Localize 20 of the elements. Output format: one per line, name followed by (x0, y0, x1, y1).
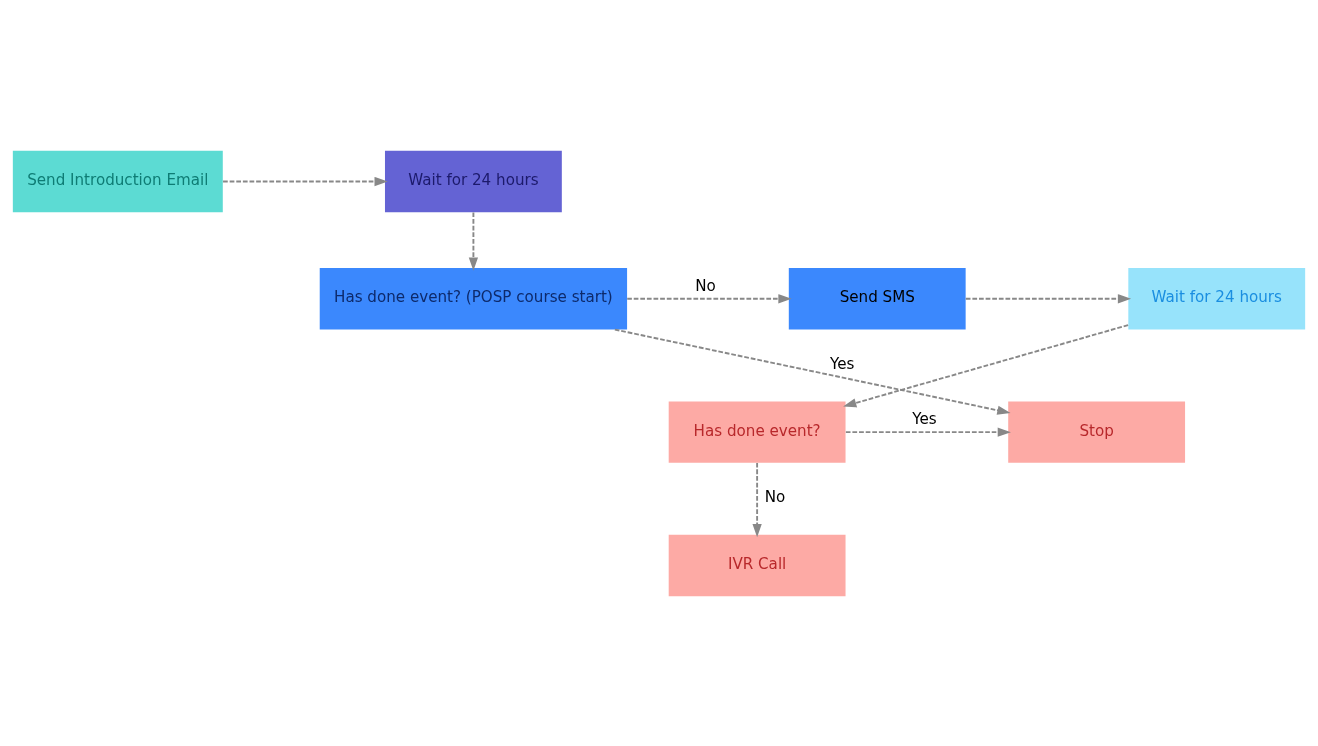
node-box: Has done event? (668, 400, 846, 463)
edge-label: Yes (829, 354, 855, 373)
arrow (843, 323, 1130, 407)
arrow (752, 461, 762, 537)
node-box: Send Introduction Email (12, 150, 223, 212)
node-box: Has done event? (POSP course start) (319, 267, 628, 329)
edge-label: No (764, 487, 786, 506)
arrow (222, 176, 388, 186)
node-box: Stop (1008, 400, 1186, 463)
arrow (626, 293, 792, 303)
arrow (613, 328, 1011, 415)
node-box: Send SMS (788, 267, 966, 329)
node-box: Wait for 24 hours (1128, 267, 1306, 329)
arrow (964, 293, 1132, 303)
arrow (468, 211, 479, 271)
arrow (844, 427, 1011, 437)
node-box: Wait for 24 hours (385, 150, 562, 212)
edge-label: Yes (912, 409, 937, 428)
edge-label: No (695, 276, 716, 295)
node-box: IVR Call (668, 534, 846, 596)
